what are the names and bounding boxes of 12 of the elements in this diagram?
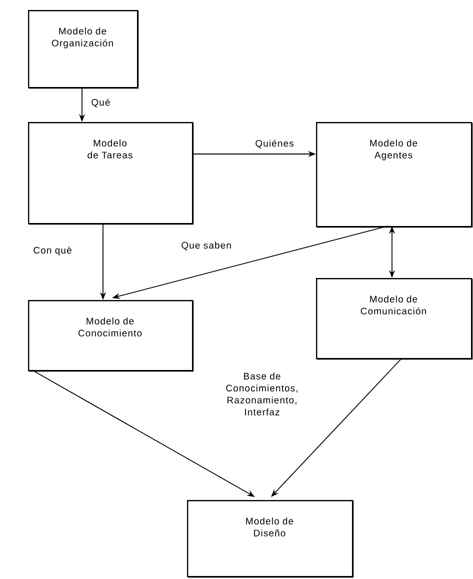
process-box: Modelo de Comunicación	[316, 278, 473, 360]
edge-label: Con què	[32, 246, 73, 256]
process-box: Modelo de Tareas	[28, 122, 194, 225]
process-box: Modelo de Organización	[28, 10, 139, 89]
edge-label: Qué	[90, 98, 112, 108]
edge-label: Quiénes	[254, 138, 295, 150]
edge-label: Que saben	[180, 240, 232, 252]
arrow	[271, 358, 402, 497]
process-box: Modelo de Conocimiento	[28, 300, 194, 372]
note-text: Base de Conocimientos, Razonamiento, Interfaz	[226, 372, 298, 416]
process-box: Modelo de Diseño	[187, 500, 354, 578]
process-box: Modelo de Agentes	[316, 122, 473, 228]
